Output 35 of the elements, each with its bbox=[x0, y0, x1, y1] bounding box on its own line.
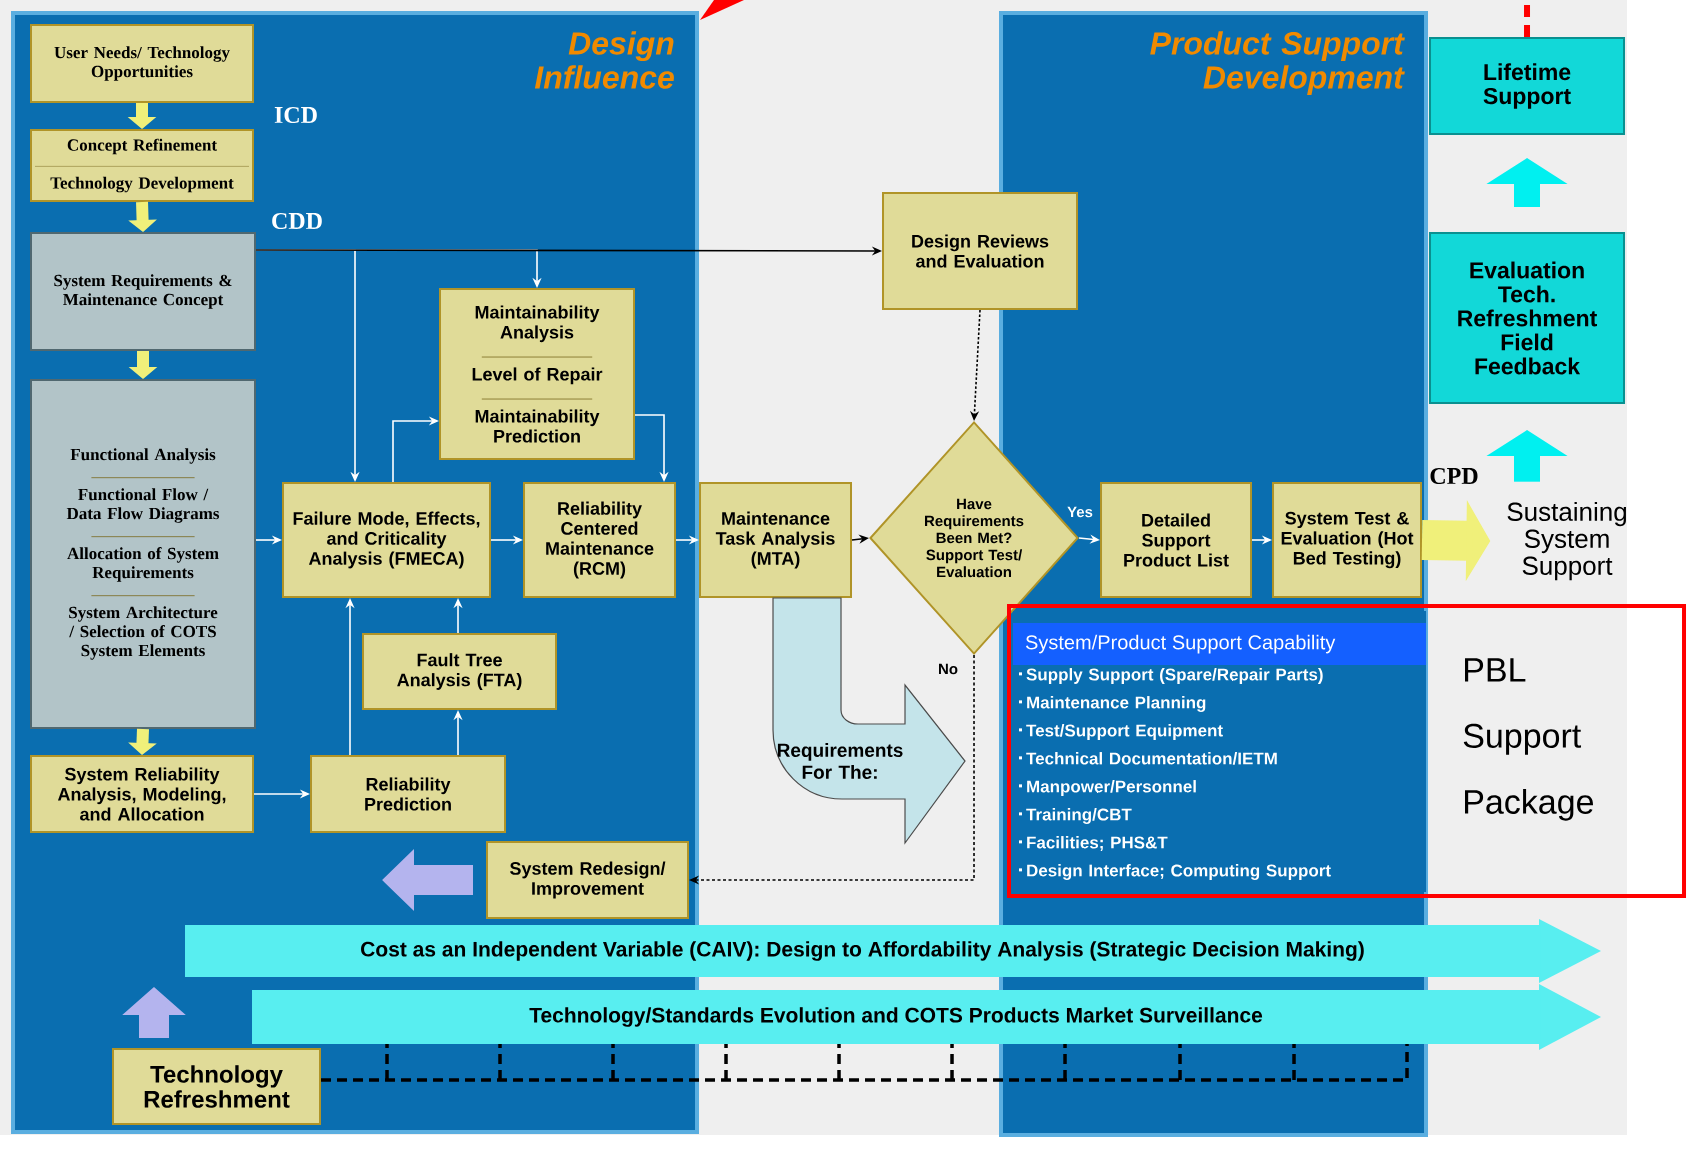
node-label: Facilities; PHS&T bbox=[1027, 836, 1168, 851]
process-box: Maintainability Analysis Level of Repair Maintainability Prediction bbox=[439, 288, 635, 460]
process-box: Design Reviews and Evaluation bbox=[882, 192, 1078, 310]
document-label: CPD bbox=[1430, 467, 1478, 485]
edge-label: No bbox=[939, 663, 958, 675]
process-box: Concept Refinement Technology Development bbox=[30, 129, 254, 202]
process-box: Reliability Centered Maintenance (RCM) bbox=[523, 482, 676, 598]
node-label: Maintenance Planning bbox=[1027, 696, 1206, 712]
process-box: System Test & Evaluation (Hot Bed Testing) bbox=[1272, 482, 1422, 598]
process-box: Maintenance Task Analysis (MTA) bbox=[699, 482, 852, 598]
process-box: System Requirements & Maintenance Concept bbox=[30, 232, 256, 351]
process-banner: Technology/Standards Evolution and COTS Products Market Surveillance bbox=[252, 984, 1601, 1050]
process-banner: Cost as an Independent Variable (CAIV): Design to Affordability Analysis (Strategic Decision Making) bbox=[185, 919, 1601, 983]
caption-text: Sustaining System Support bbox=[1507, 501, 1627, 581]
node-label: Training/CBT bbox=[1026, 808, 1132, 824]
process-box: Failure Mode, Effects, and Criticality Analysis (FMECA) bbox=[282, 482, 491, 598]
process-box: User Needs/ Technology Opportunities bbox=[30, 24, 254, 103]
process-box: System Reliability Analysis, Modeling, and Allocation bbox=[30, 755, 254, 833]
process-box: Technology Refreshment bbox=[112, 1048, 321, 1125]
output-box: Evaluation Tech. Refreshment Field Feedback bbox=[1429, 232, 1625, 404]
node-label: Supply Support (Spare/Repair Parts) bbox=[1026, 668, 1323, 684]
dashed-arrow bbox=[319, 1042, 1409, 1082]
node-label: Test/Support Equipment bbox=[1026, 724, 1223, 740]
capability-list-box: System/Product Support Capability Supply Support (Spare/Repair Parts) Maintenance Planning Test/Support Equipment Technical Documentation/IETM Manpower/Personnel Training/CBT Facilities; PHS&T Design Interface; Computing Support bbox=[1013, 611, 1426, 892]
process-box: Functional Analysis Functional Flow / Data Flow Diagrams Allocation of System Requirements System Architecture / Selection of COTS System Elements bbox=[30, 379, 256, 729]
process-box: Fault Tree Analysis (FTA) bbox=[362, 633, 557, 710]
node-label: Technical Documentation/IETM bbox=[1026, 752, 1277, 765]
process-box: System Redesign/ Improvement bbox=[486, 841, 689, 919]
document-label: ICD bbox=[274, 106, 317, 124]
node-label: Design Interface; Computing Support bbox=[1027, 864, 1331, 880]
process-box: Detailed Support Product List bbox=[1100, 482, 1252, 598]
document-label: CDD bbox=[272, 212, 322, 230]
node-label: Manpower/Personnel bbox=[1027, 780, 1196, 796]
process-box: Reliability Prediction bbox=[310, 755, 506, 833]
output-box: Lifetime Support bbox=[1429, 37, 1625, 135]
